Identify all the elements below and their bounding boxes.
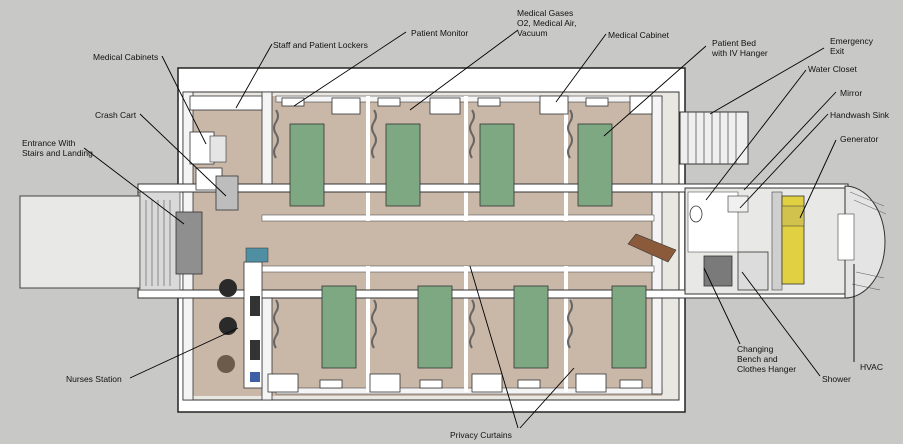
label-handwash-sink: Handwash Sink bbox=[830, 110, 890, 120]
bottom-cabinets bbox=[267, 373, 643, 393]
label-patient-monitor: Patient Monitor bbox=[411, 28, 469, 38]
label-medical-cabinets: Medical Cabinets bbox=[93, 52, 159, 62]
top-cabinets bbox=[281, 95, 653, 115]
label-changing-bench: Changing Bench and Clothes Hanger bbox=[737, 344, 797, 374]
label-hvac: HVAC bbox=[860, 362, 883, 372]
label-mirror: Mirror bbox=[840, 88, 863, 98]
nurses-desk bbox=[243, 261, 263, 389]
label-crash-cart: Crash Cart bbox=[95, 110, 137, 120]
label-nurses-station: Nurses Station bbox=[66, 374, 122, 384]
curtain-track-top bbox=[261, 214, 655, 222]
bottom-beds bbox=[321, 285, 647, 369]
label-medical-cabinet: Medical Cabinet bbox=[608, 30, 669, 40]
label-entrance: Entrance With Stairs and Landing bbox=[22, 138, 93, 158]
label-privacy-curtains: Privacy Curtains bbox=[450, 430, 512, 440]
leader-lines bbox=[83, 29, 855, 429]
hvac-unit bbox=[844, 185, 886, 299]
top-beds bbox=[289, 123, 613, 207]
curtain-track-bottom bbox=[261, 265, 655, 273]
sink bbox=[727, 195, 749, 213]
crash-cart bbox=[215, 175, 239, 211]
emergency-stairs bbox=[679, 111, 749, 165]
label-emergency-exit: Emergency Exit bbox=[830, 36, 873, 56]
privacy-curtain-marks bbox=[273, 109, 573, 349]
label-medical-gases: Medical Gases O2, Medical Air, Vacuum bbox=[517, 8, 577, 38]
lockers bbox=[189, 95, 263, 111]
bench bbox=[703, 255, 733, 287]
entrance-stairs bbox=[145, 200, 171, 286]
label-water-closet: Water Closet bbox=[808, 64, 857, 74]
label-patient-bed: Patient Bed with IV Hanger bbox=[712, 38, 768, 58]
emergency-door bbox=[627, 233, 677, 263]
label-generator: Generator bbox=[840, 134, 879, 144]
entrance-door bbox=[175, 211, 203, 275]
shower-stall bbox=[737, 251, 769, 291]
entrance-landing bbox=[19, 195, 141, 289]
label-staff-patient-lockers: Staff and Patient Lockers bbox=[273, 40, 368, 50]
label-shower: Shower bbox=[822, 374, 851, 384]
